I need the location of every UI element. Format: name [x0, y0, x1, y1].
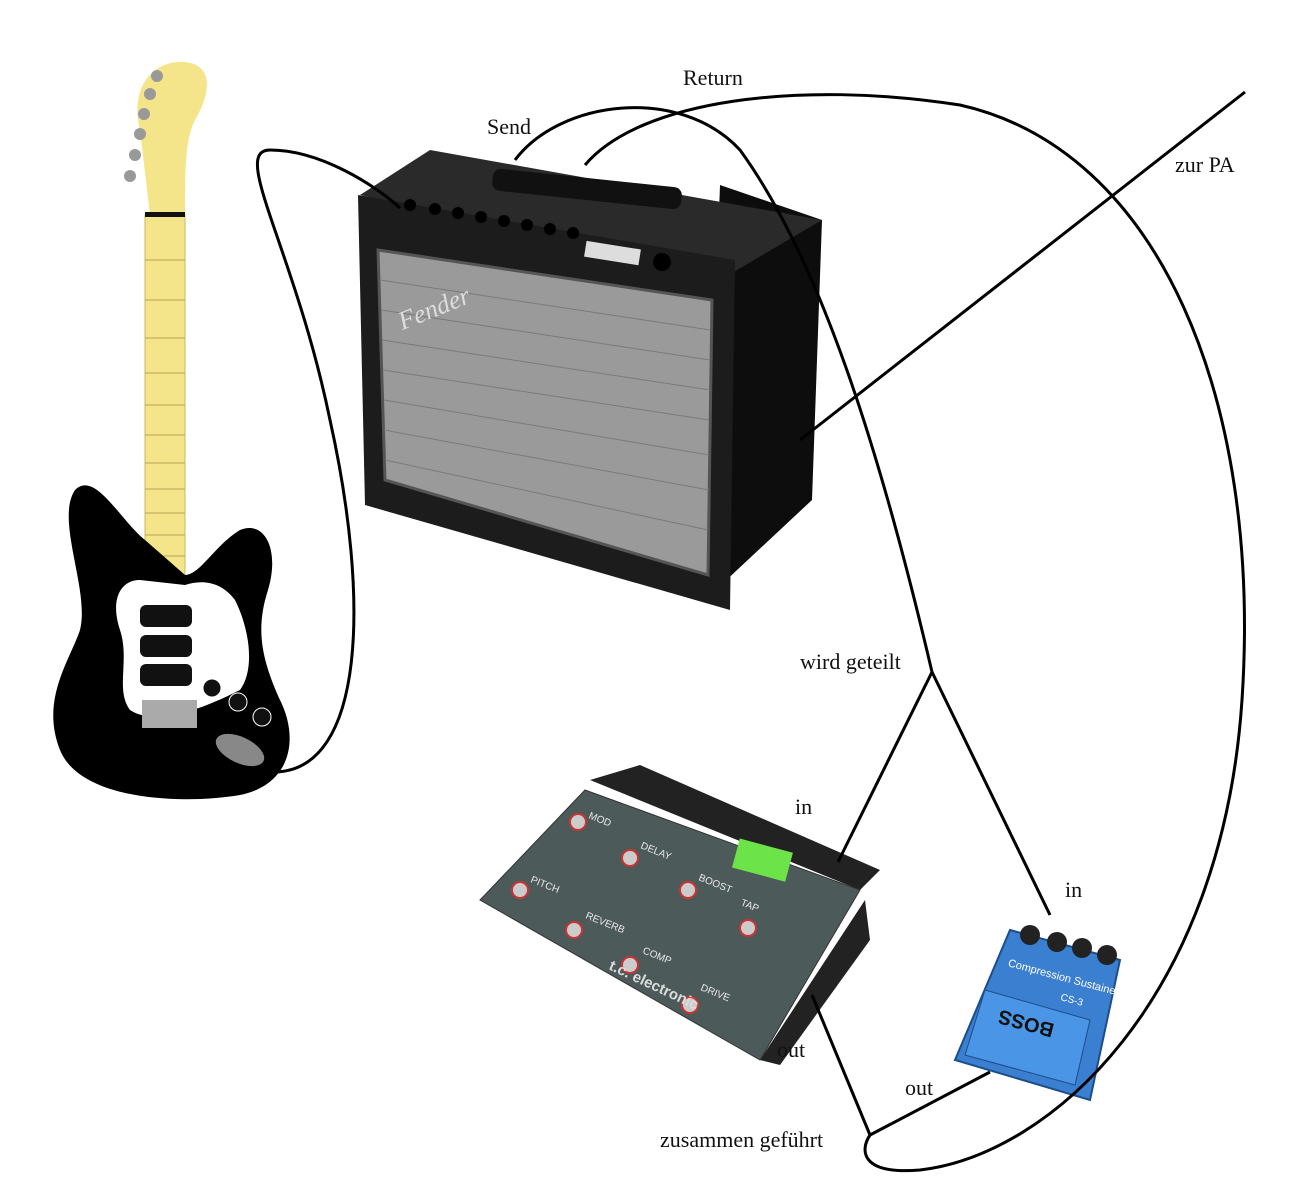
- cable-split-to-multi: [836, 671, 934, 863]
- label-to-pa: zur PA: [1175, 152, 1235, 177]
- footswitches: [511, 813, 757, 1014]
- cable-to-pa: [799, 90, 1246, 442]
- label-return: Return: [683, 65, 743, 90]
- cable-multi-out: [810, 994, 872, 1136]
- multi-side: [760, 900, 870, 1065]
- cable-split-to-comp: [930, 671, 1052, 916]
- amp-handle: [492, 168, 682, 210]
- electric-guitar: [53, 61, 290, 800]
- amp-display: [584, 240, 641, 266]
- fender-amp: Fender: [358, 150, 822, 610]
- label-multi-in: in: [795, 794, 813, 819]
- knob-volume: [202, 678, 222, 698]
- tc-electronic-multieffect: MOD DELAY BOOST TAP PITCH REVERB COMP DR…: [479, 765, 880, 1065]
- nut: [145, 212, 185, 217]
- pedal-knobs: [1020, 925, 1117, 965]
- bridge: [142, 700, 197, 728]
- guitar-headstock: [137, 61, 207, 215]
- knob-tone1: [228, 692, 248, 712]
- multi-display: [732, 838, 793, 882]
- amp-top: [360, 150, 822, 280]
- tuning-pegs: [124, 70, 163, 182]
- grille-texture: [379, 279, 711, 531]
- multi-back: [590, 765, 880, 890]
- knob-tone2: [252, 707, 272, 727]
- label-comp-in: in: [1065, 877, 1083, 902]
- label-send: Send: [487, 114, 531, 139]
- cable-guitar-to-amp: [255, 148, 402, 774]
- pedal-switch: [964, 989, 1091, 1086]
- amp-knobs: [404, 199, 671, 271]
- cable-return: [583, 93, 1246, 1173]
- cable-send: [513, 106, 934, 673]
- label-split: wird geteilt: [800, 649, 901, 674]
- label-multi-out: out: [777, 1037, 806, 1062]
- label-comp-out: out: [905, 1075, 934, 1100]
- amp-grille: [376, 248, 714, 577]
- boss-cs3-pedal: Compression Sustainer CS-3 BOSS: [953, 925, 1122, 1102]
- cable-comp-out: [869, 1070, 991, 1137]
- cables: [255, 90, 1246, 1173]
- pickups: [140, 605, 192, 686]
- label-merged: zusammen geführt: [660, 1127, 824, 1152]
- output-jack: [215, 733, 265, 767]
